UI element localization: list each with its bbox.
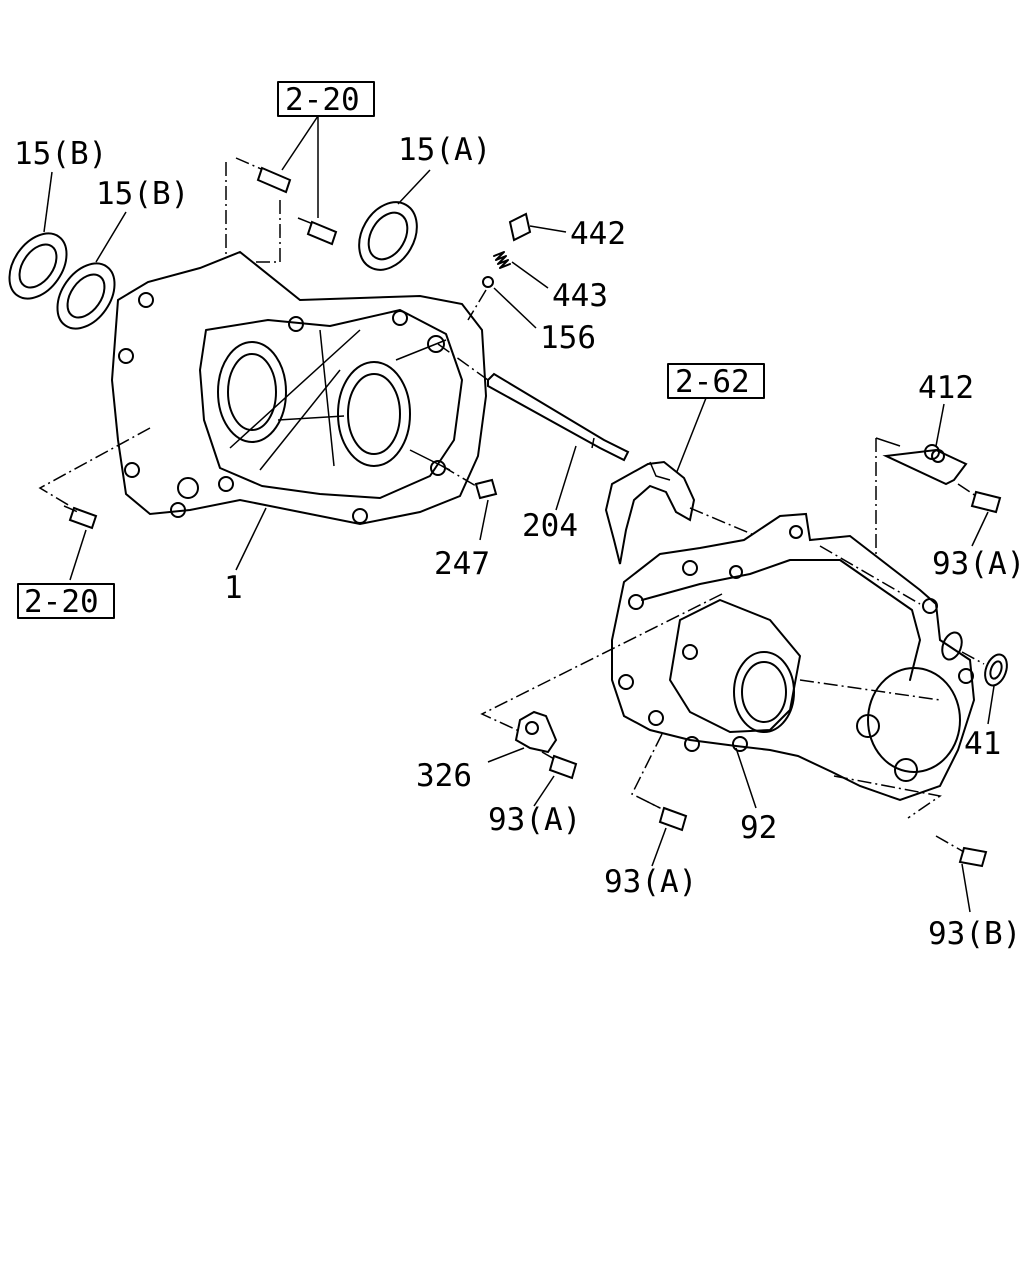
ball-156[interactable] [482,276,494,288]
label-15b-inner: 15(B) [96,176,189,212]
dowel-pin-247[interactable] [474,478,498,500]
ref-box-2-20-top[interactable]: 2-20 [277,81,375,118]
ref-box-2-62[interactable]: 2-62 [667,363,765,400]
svg-text:2-62: 2-62 [675,364,750,400]
label-412: 412 [918,370,974,406]
seal-15b-inner[interactable] [46,253,127,340]
ref-box-2-20-bottom[interactable]: 2-20 [17,583,115,620]
svg-text:2-20: 2-20 [285,82,360,118]
label-part-1: 1 [224,570,243,606]
label-443: 443 [552,278,608,314]
label-326: 326 [416,758,472,794]
label-93a-bracket: 93(A) [488,802,581,838]
label-93a-bottom: 93(A) [604,864,697,900]
bolt-93b[interactable] [935,835,988,868]
label-442: 442 [570,216,626,252]
spring-443[interactable] [493,251,511,269]
svg-text:2-20: 2-20 [24,584,99,620]
bolt-top-right[interactable] [297,217,338,246]
plug-442[interactable] [508,212,532,242]
label-15b-outer: 15(B) [14,136,107,172]
seal-41[interactable] [981,652,1011,689]
seal-41-inner[interactable] [939,630,965,662]
bracket-326[interactable] [514,710,558,754]
label-93a-right: 93(A) [932,546,1024,582]
label-92: 92 [740,810,777,846]
bolt-bottom-left[interactable] [63,505,98,530]
label-247: 247 [434,546,490,582]
transfer-case-front-housing[interactable] [110,250,488,526]
spring-412[interactable] [882,444,968,486]
seal-15b-outer[interactable] [0,223,78,310]
shift-fork[interactable] [604,460,696,565]
bolt-93a-bottom[interactable] [647,801,688,832]
label-204: 204 [522,508,578,544]
label-41: 41 [964,726,1001,762]
bolt-93a-right[interactable] [957,483,1002,514]
shift-rail-204[interactable] [487,372,630,462]
transfer-case-rear-housing[interactable] [611,512,976,802]
seal-15a[interactable] [347,192,428,280]
label-156: 156 [540,320,596,356]
label-15a: 15(A) [398,132,491,168]
label-93b: 93(B) [928,916,1021,952]
bolt-93a-bracket[interactable] [541,751,578,780]
bolt-top-left[interactable] [235,157,292,194]
